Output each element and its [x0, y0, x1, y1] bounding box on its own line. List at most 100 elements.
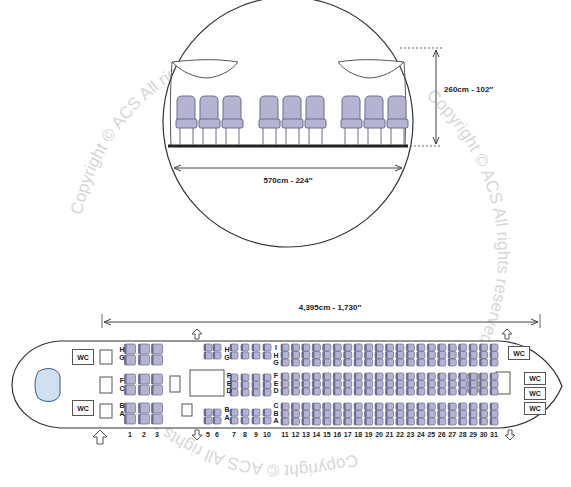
seat: [354, 381, 362, 388]
seat: [490, 411, 498, 418]
row-number: 18: [354, 431, 362, 438]
seat-back: [396, 352, 398, 359]
seat-back: [281, 344, 283, 351]
seat: [438, 381, 446, 388]
seat-letters: B A: [224, 406, 230, 421]
seat-back: [469, 373, 471, 380]
seat: [323, 381, 331, 388]
sidewall: [170, 62, 172, 146]
seat: [281, 373, 289, 380]
seat-back: [354, 418, 356, 425]
seat: [333, 373, 341, 380]
seat-back: [241, 352, 243, 359]
seat-back: [312, 344, 314, 351]
seat: [480, 403, 488, 410]
seat-back: [365, 411, 367, 418]
seat-back: [417, 344, 419, 351]
seat-leg: [263, 128, 264, 145]
seat: [344, 373, 352, 380]
seat: [469, 352, 477, 359]
seat-back: [469, 388, 471, 395]
seat-cushion: [259, 119, 280, 128]
seat: [469, 344, 477, 351]
seat: [427, 388, 435, 395]
seat-back: [139, 403, 141, 413]
seat-cushion: [199, 119, 220, 128]
seat: [125, 374, 136, 384]
seat-back: [306, 96, 324, 120]
seat: [291, 403, 299, 410]
seat: [417, 411, 425, 418]
seat-back: [406, 418, 408, 425]
seat: [241, 389, 249, 396]
dimension-extension: [540, 314, 541, 328]
toilet-label: WC: [529, 405, 541, 412]
seat-back: [344, 388, 346, 395]
seat-back: [459, 418, 461, 425]
seat: [213, 352, 221, 359]
seat-back: [241, 344, 243, 351]
seat-leg: [358, 128, 359, 145]
seat: [448, 344, 456, 351]
seat-back: [417, 373, 419, 380]
row-number: 2: [142, 431, 146, 438]
seat: [344, 344, 352, 351]
seat-back: [427, 344, 429, 351]
seat-back: [344, 418, 346, 425]
seat: [139, 344, 150, 354]
seat-back: [480, 381, 482, 388]
seat: [438, 411, 446, 418]
seat-back: [417, 381, 419, 388]
seat-back: [263, 389, 265, 396]
seat: [480, 373, 488, 380]
seat: [448, 359, 456, 366]
seat-back: [252, 374, 254, 381]
seat: [375, 403, 383, 410]
seat-back: [417, 352, 419, 359]
seat-back: [291, 388, 293, 395]
seat-back: [354, 352, 356, 359]
overhead-bin: [172, 60, 238, 78]
seat-back: [490, 381, 492, 388]
seat-back: [469, 359, 471, 366]
seat-back: [333, 344, 335, 351]
seat-back: [448, 418, 450, 425]
row-number: 14: [312, 431, 320, 438]
seat-back: [365, 403, 367, 410]
seat-back: [490, 411, 492, 418]
seat-leg: [322, 128, 323, 145]
toilet-box: WC: [524, 387, 546, 400]
seat: [386, 359, 394, 366]
seat-back: [152, 385, 154, 395]
row-number: 23: [406, 431, 414, 438]
seat: [417, 418, 425, 425]
seat: [459, 359, 467, 366]
seat-back: [252, 382, 254, 389]
seat-leg: [203, 128, 204, 145]
seat-back: [386, 352, 388, 359]
seat-back: [312, 411, 314, 418]
seat: [490, 381, 498, 388]
seat: [406, 344, 414, 351]
seat: [396, 403, 404, 410]
seat: [281, 352, 289, 359]
seat-back: [281, 388, 283, 395]
seat: [459, 418, 467, 425]
seat: [139, 414, 150, 424]
seat-back: [139, 385, 141, 395]
seat-back: [365, 418, 367, 425]
seat-leg: [368, 128, 369, 145]
seat: [291, 411, 299, 418]
seat-back: [291, 403, 293, 410]
seat: [344, 418, 352, 425]
cockpit: [35, 369, 60, 402]
seat: [291, 388, 299, 395]
seat: [386, 403, 394, 410]
row-number: 7: [232, 431, 236, 438]
dimension-extension: [410, 146, 442, 147]
seat-cushion: [387, 119, 408, 128]
seat-back: [490, 418, 492, 425]
seat: [333, 344, 341, 351]
seat-back: [427, 381, 429, 388]
fuselage-plan: [12, 341, 562, 428]
